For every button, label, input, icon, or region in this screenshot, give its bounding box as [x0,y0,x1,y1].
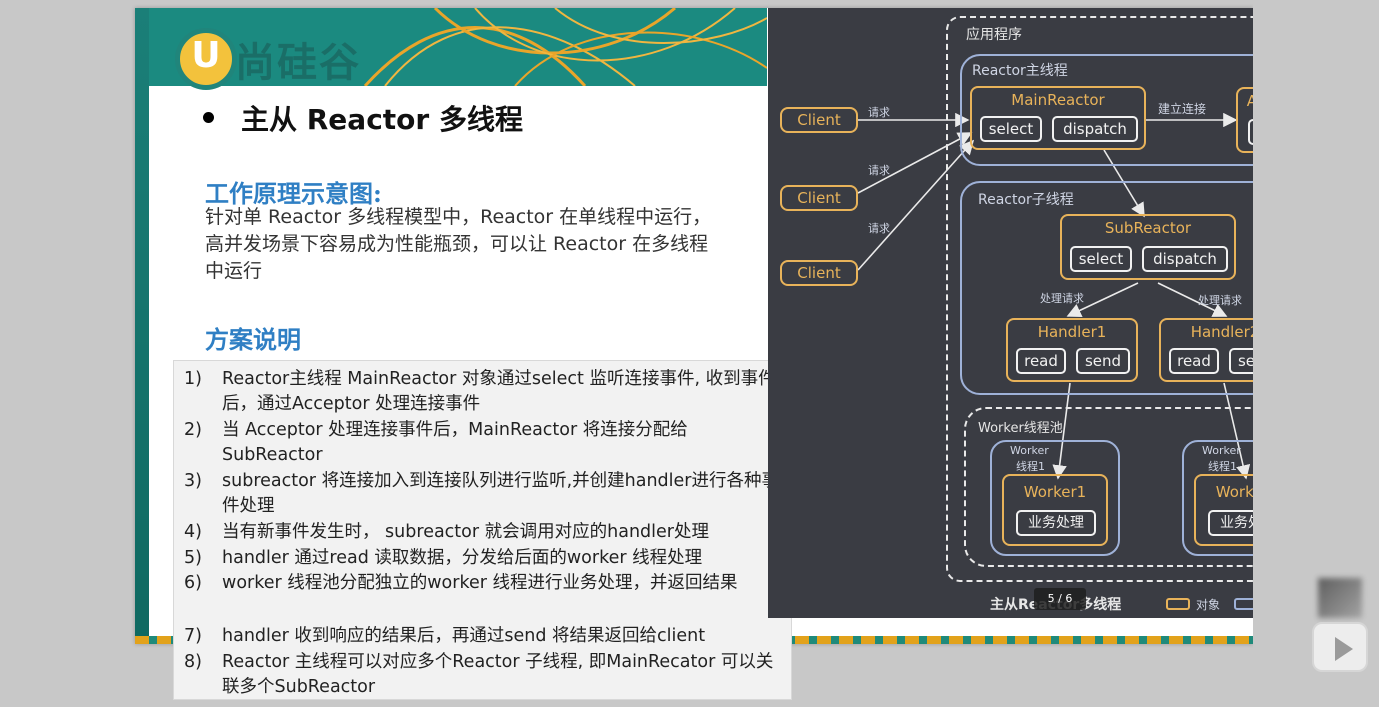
play-icon [1335,637,1353,661]
step-text: worker 线程池分配独立的worker 线程进行业务处理，并返回结果 [222,573,738,593]
read-box: read [1169,348,1219,374]
send-box: send [1076,348,1130,374]
worker-left-box: Worker1 业务处理 [1002,474,1108,546]
logo-letter: U [191,35,221,76]
banner-waves [135,8,767,86]
principle-heading: 工作原理示意图: [205,179,382,208]
step-text: handler 通过read 读取数据，分发给后面的worker 线程处理 [222,548,703,568]
read-box: read [1016,348,1066,374]
logo-text: 尚硅谷 [235,40,361,86]
step-number: 3) [184,471,202,491]
client-box: Client [780,260,858,286]
blurred-thumbnail [1318,578,1362,618]
handler1-box: Handler1 read send [1006,318,1138,382]
step-text: handler 收到响应的结果后，再通过send 将结果返回给client [222,626,706,646]
step-text: 当 Acceptor 处理连接事件后，MainReactor 将连接分配给 Su… [222,420,688,465]
step-number: 7) [184,626,202,646]
client-label: Client [797,189,841,207]
header-banner [135,8,767,86]
worker-thread-left [990,440,1120,556]
step-text: 当有新事件发生时， subreactor 就会调用对应的handler处理 [222,522,709,542]
step-number: 2) [184,420,202,440]
sub-group-label: Reactor子线程 [978,192,1074,208]
dispatch-box: dispatch [1142,246,1228,272]
dispatch-box: dispatch [1052,116,1138,142]
handler1-title: Handler1 [1037,323,1107,341]
title-bullet-icon [203,112,214,123]
diagram-arrows [857,112,1251,480]
handle-request-label: 处理请求 [1198,294,1242,307]
request-label: 请求 [868,164,890,177]
play-button[interactable] [1312,622,1368,672]
steps-list: 1) Reactor主线程 MainReactor 对象通过select 监听连… [173,360,792,700]
worker-thread-label: Worker [1010,444,1049,457]
task-box: 业务处理 [1016,510,1096,536]
client-box: Client [780,185,858,211]
client-label: Client [797,264,841,282]
step-number: 1) [184,369,202,389]
main-reactor-title: MainReactor [1011,91,1105,109]
select-box: select [1070,246,1132,272]
client-label: Client [797,111,841,129]
request-label: 请求 [868,222,890,235]
logo-badge-icon [175,28,237,90]
plan-heading: 方案说明 [205,325,301,354]
worker-thread-label: 线程1 [1016,460,1045,473]
principle-body: 针对单 Reactor 多线程模型中，Reactor 在单线程中运行，高并发场景… [205,206,712,282]
step-number: 8) [184,652,202,672]
legend-object-label: 对象 [1196,598,1221,612]
worker-thread-label: Worker [1202,444,1241,457]
select-box: select [980,116,1042,142]
step-text: subreactor 将连接加入到连接队列进行监听,并创建handler进行各种… [222,471,779,516]
worker-pool-label: Worker线程池 [978,421,1063,436]
handler2-title: Handler2 [1190,323,1260,341]
main-group-label: Reactor主线程 [972,63,1068,79]
sub-reactor-title: SubReactor [1104,219,1192,237]
worker-thread-label: 线程1 [1208,460,1237,473]
step-text: Reactor主线程 MainReactor 对象通过select 监听连接事件… [222,369,776,414]
page-indicator: 5 / 6 [1034,588,1086,610]
left-teal-edge [135,8,149,644]
app-label: 应用程序 [966,27,1022,43]
client-box: Client [780,107,858,133]
step-number: 4) [184,522,202,542]
request-label: 请求 [868,106,890,119]
connect-label: 建立连接 [1158,102,1207,116]
slide-title: 主从 Reactor 多线程 [241,103,523,136]
worker-left-title: Worker1 [1023,483,1087,501]
legend-object-swatch-icon [1166,598,1190,610]
sub-reactor-box: SubReactor select dispatch [1060,214,1236,280]
step-number: 5) [184,548,202,568]
main-reactor-box: MainReactor select dispatch [970,86,1146,150]
handle-request-label: 处理请求 [1040,292,1084,305]
step-number: 6) [184,573,202,593]
step-text: Reactor 主线程可以对应多个Reactor 子线程, 即MainRecat… [222,652,774,697]
